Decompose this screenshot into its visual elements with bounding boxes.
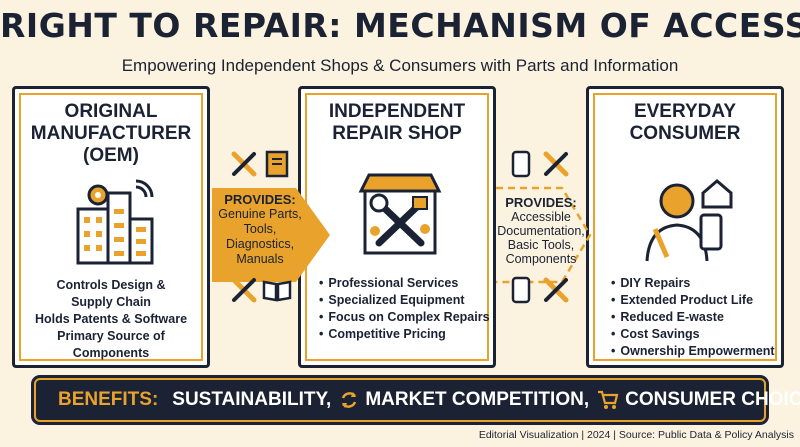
consumer-list: DIY Repairs Extended Product Life Reduce… — [611, 275, 774, 360]
cart-icon — [598, 390, 619, 409]
house-icon — [701, 179, 733, 209]
book-icon — [265, 150, 289, 178]
oem-panel: ORIGINAL MANUFACTURER (OEM) Controls Des… — [12, 86, 210, 368]
page-subtitle: Empowering Independent Shops & Consumers… — [121, 56, 679, 75]
oem-description: Controls Design & Supply Chain Holds Pat… — [34, 278, 188, 360]
consumer-icon — [645, 179, 733, 262]
provides-arrow-solid — [212, 188, 330, 282]
repair-shop-list: Professional Services Specialized Equipm… — [319, 275, 489, 343]
provides-arrow-dashed — [496, 186, 592, 284]
repair-shop-title: INDEPENDENT REPAIR SHOP — [328, 101, 466, 144]
book-icon — [262, 280, 292, 302]
benefits-bar: BENEFITS: SUSTAINABILITY, MARKET COMPETI… — [34, 378, 800, 422]
benefit-consumer-choice: CONSUMER CHOICE — [597, 389, 800, 411]
provides-text-2: PROVIDES: Accessible Documentation, Basi… — [497, 195, 585, 267]
benefits-label: BENEFITS: — [58, 389, 159, 410]
consumer-panel: EVERYDAY CONSUMER DIY Repairs Extended P… — [586, 86, 784, 368]
oem-title: ORIGINAL MANUFACTURER (OEM) — [30, 101, 192, 166]
benefit-market-competition: MARKET COMPETITION, — [339, 389, 589, 411]
factory-icon — [76, 179, 154, 265]
wrench-screwdriver-icon — [231, 277, 257, 303]
wrench-screwdriver-icon — [543, 277, 569, 303]
wrench-screwdriver-icon — [543, 151, 569, 177]
provides-text-1: PROVIDES: Genuine Parts, Tools, Diagnost… — [218, 192, 302, 266]
consumer-title: EVERYDAY CONSUMER — [629, 101, 741, 144]
benefit-sustainability: SUSTAINABILITY, — [172, 389, 332, 410]
source-footer: Editorial Visualization | 2024 | Source:… — [478, 429, 794, 441]
repair-shop-panel: INDEPENDENT REPAIR SHOP Professional Ser… — [298, 86, 496, 368]
repair-shop-icon — [358, 173, 442, 255]
page-title: RIGHT TO REPAIR: MECHANISM OF ACCESS — [0, 6, 800, 45]
recycle-icon — [342, 392, 357, 408]
tablet-icon — [511, 276, 531, 304]
tablet-icon — [511, 150, 531, 178]
wrench-screwdriver-icon — [231, 151, 257, 177]
